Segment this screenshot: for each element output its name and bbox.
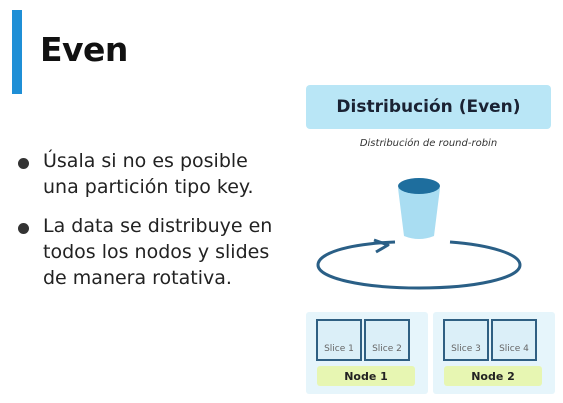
slice-label: Slice 4 <box>499 344 529 354</box>
bullet-item: La data se distribuye en todos los nodos… <box>14 213 284 291</box>
bullet-dot-icon <box>18 223 29 234</box>
bullet-text: La data se distribuye en todos los nodos… <box>43 215 273 289</box>
circular-arrow-icon <box>316 238 522 290</box>
slice-label: Slice 1 <box>324 344 354 354</box>
node-box: Slice 3 Slice 4 Node 2 <box>433 312 555 394</box>
diagram-subtitle: Distribución de round-robin <box>359 138 498 149</box>
bullet-item: Úsala si no es posible una partición tip… <box>14 148 284 200</box>
round-robin-graphic <box>316 178 522 290</box>
slice-box: Slice 3 <box>443 319 489 361</box>
slide-title: Even <box>40 30 128 69</box>
bullet-dot-icon <box>18 158 29 169</box>
slice-label: Slice 2 <box>372 344 402 354</box>
slice-box: Slice 4 <box>491 319 537 361</box>
bullet-text: Úsala si no es posible una partición tip… <box>43 150 254 198</box>
node-box: Slice 1 Slice 2 Node 1 <box>306 312 428 394</box>
diagram-title: Distribución (Even) <box>306 85 551 129</box>
node-label: Node 2 <box>444 366 542 386</box>
slice-box: Slice 1 <box>316 319 362 361</box>
title-accent-bar <box>12 10 22 94</box>
node-label: Node 1 <box>317 366 415 386</box>
slice-label: Slice 3 <box>451 344 481 354</box>
bullet-list: Úsala si no es posible una partición tip… <box>14 148 284 304</box>
slice-box: Slice 2 <box>364 319 410 361</box>
bucket-icon <box>398 178 440 239</box>
